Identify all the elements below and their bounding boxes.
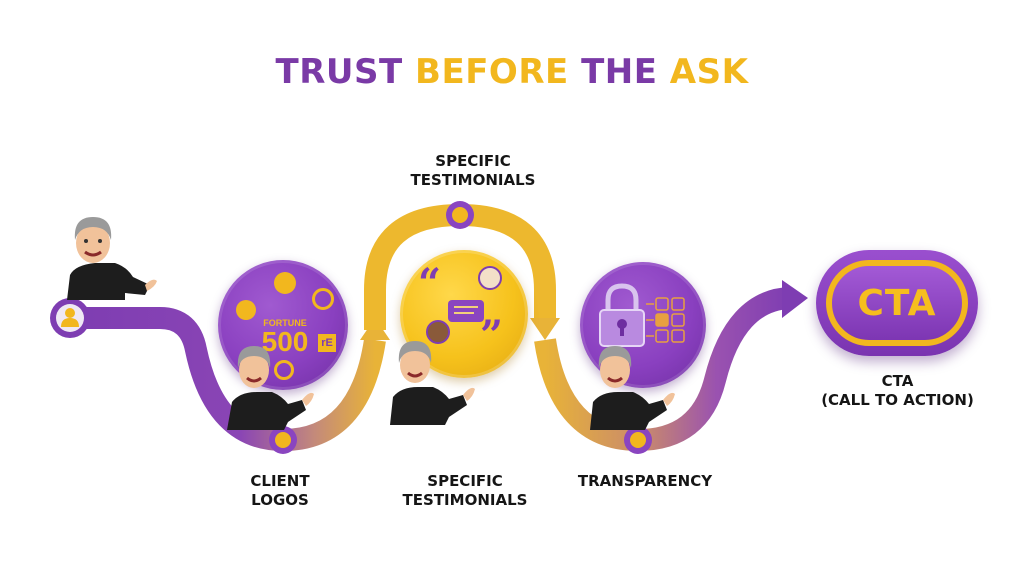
top-label-testimonials: SPECIFIC TESTIMONIALS	[410, 152, 536, 189]
padlock-icon	[599, 283, 685, 347]
fortune-text: FORTUNE	[263, 318, 307, 328]
label-cta: CTA (CALL TO ACTION)	[821, 372, 974, 409]
testimonials-circle: “ ”	[400, 250, 528, 378]
close-quote-icon: ”	[480, 312, 504, 359]
cta-button-text: CTA	[857, 282, 937, 324]
label-specific-testimonials: SPECIFIC TESTIMONIALS	[402, 472, 528, 509]
crown-badge-icon	[312, 288, 334, 310]
cta-button[interactable]: CTA	[816, 250, 978, 356]
title-word: ASK	[669, 52, 749, 92]
node-dot	[269, 426, 297, 454]
male-avatar-icon	[478, 266, 502, 290]
title-word: THE	[581, 52, 658, 92]
node-dot	[624, 426, 652, 454]
document-grid-icon	[646, 297, 685, 343]
down-arrow-icon	[530, 318, 560, 340]
title-word: TRUST	[275, 52, 403, 92]
open-quote-icon: “	[418, 260, 442, 307]
target-logo-icon	[274, 360, 294, 380]
presenter-avatar	[67, 217, 157, 300]
speech-bubble-icon	[448, 300, 484, 322]
page-title: TRUST BEFORE THE ASK	[0, 52, 1024, 92]
presenter-avatar	[227, 346, 314, 430]
fortune-500-number: 500	[261, 326, 309, 357]
presenter-avatar	[390, 341, 475, 425]
title-word: BEFORE	[415, 52, 569, 92]
right-arrow-icon	[782, 280, 808, 318]
cta-inner: CTA	[826, 260, 968, 346]
label-client-logos: CLIENT LOGOS	[250, 472, 310, 509]
salesforce-logo-icon	[274, 272, 296, 294]
node-dot	[446, 201, 474, 229]
label-transparency: TRANSPARENCY	[577, 472, 713, 490]
path-segment	[534, 287, 791, 452]
female-avatar-icon	[426, 320, 450, 344]
sun-badge-icon	[236, 300, 256, 320]
re-logo-icon: rE	[318, 334, 336, 352]
presenter-avatar	[590, 346, 675, 430]
start-node	[50, 298, 90, 338]
